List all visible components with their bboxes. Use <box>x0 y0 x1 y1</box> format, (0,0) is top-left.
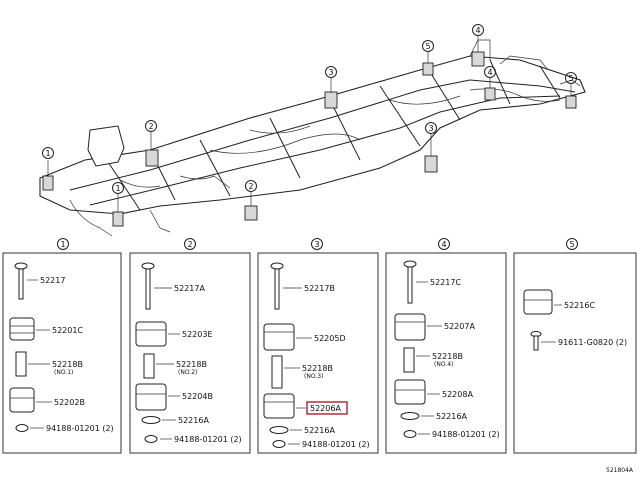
panel-2-number: 2 <box>184 238 196 250</box>
label-52204B: 52204B <box>182 392 213 401</box>
label-52218B: 52218B <box>176 360 207 369</box>
label-52217A: 52217A <box>174 284 205 293</box>
svg-text:5: 5 <box>425 42 430 51</box>
label-94188: 94188-01201 (2) <box>174 435 242 444</box>
label-52217B: 52217B <box>304 284 335 293</box>
label-52217C: 52217C <box>430 278 461 287</box>
svg-text:3: 3 <box>328 68 333 77</box>
label-52218B: 52218B <box>302 364 333 373</box>
note-no1: (NO.1) <box>54 369 73 376</box>
label-94188: 94188-01201 (2) <box>432 430 500 439</box>
svg-text:3: 3 <box>314 240 319 249</box>
label-94188: 94188-01201 (2) <box>302 440 370 449</box>
cushion-52207A <box>394 313 426 341</box>
cushion-52201C <box>9 317 35 341</box>
washer-52216A <box>141 416 161 424</box>
panel-1: 52217 52201C 52218B (NO.1) 52202B 94188-… <box>2 252 122 454</box>
panel-4: 52217C 52207A 52218B (NO.4) 52208A 52216… <box>385 252 507 454</box>
svg-text:5: 5 <box>568 74 573 83</box>
cushion-52206A <box>263 393 295 419</box>
washer-52216A <box>400 412 420 420</box>
callout-circle: 2 <box>145 120 157 132</box>
callout-circle: 5 <box>565 72 577 84</box>
callout-circle: 2 <box>245 180 257 192</box>
label-52208A: 52208A <box>442 390 473 399</box>
callout-circle: 1 <box>42 147 54 159</box>
svg-text:5: 5 <box>569 240 574 249</box>
cushion-52205D <box>263 323 295 351</box>
label-52216A: 52216A <box>304 426 335 435</box>
panel-1-number: 1 <box>57 238 69 250</box>
note-no4: (NO.4) <box>434 361 453 368</box>
label-52218B: 52218B <box>52 360 83 369</box>
panel-3: 52217B 52205D 52218B (NO.3) 52206A 52216… <box>257 252 379 454</box>
highlight-box-52206A <box>306 401 348 415</box>
chassis-frame <box>39 39 586 237</box>
label-52216A: 52216A <box>436 412 467 421</box>
callout-circle: 4 <box>484 66 496 78</box>
cushion-52208A <box>394 379 426 405</box>
frame-callouts: 1 1 2 2 3 5 3 4 4 5 <box>42 24 577 212</box>
label-52216C: 52216C <box>564 301 595 310</box>
svg-text:4: 4 <box>475 26 480 35</box>
panel-2: 52217A 52203E 52218B (NO.2) 52204B 52216… <box>129 252 251 454</box>
label-52201C: 52201C <box>52 326 83 335</box>
label-91611: 91611-G0820 (2) <box>558 338 627 347</box>
callout-circle: 1 <box>112 182 124 194</box>
svg-text:2: 2 <box>248 182 253 191</box>
callout-circle: 3 <box>325 66 337 78</box>
panel-4-number: 4 <box>438 238 450 250</box>
svg-text:2: 2 <box>148 122 153 131</box>
label-52218B: 52218B <box>432 352 463 361</box>
cushion-52216C <box>523 289 553 315</box>
cushion-52204B <box>135 383 167 411</box>
nut-94188 <box>272 440 286 448</box>
sleeve-52218B <box>403 347 415 373</box>
cushion-52202B <box>9 387 35 413</box>
label-52216A: 52216A <box>178 416 209 425</box>
nut-94188 <box>144 435 158 443</box>
note-no2: (NO.2) <box>178 369 197 376</box>
svg-text:4: 4 <box>441 240 446 249</box>
label-52202B: 52202B <box>54 398 85 407</box>
washer-52216A <box>269 426 289 434</box>
bolt-52217A <box>141 262 155 310</box>
sleeve-52218B <box>143 353 155 379</box>
svg-text:2: 2 <box>187 240 192 249</box>
nut-94188 <box>403 430 417 438</box>
bolt-52217C <box>403 260 417 304</box>
cushion-52203E <box>135 321 167 347</box>
panel-5: 52216C 91611-G0820 (2) <box>513 252 637 454</box>
svg-text:1: 1 <box>45 149 50 158</box>
svg-text:3: 3 <box>428 124 433 133</box>
label-94188: 94188-01201 (2) <box>46 424 114 433</box>
callout-circle: 5 <box>422 40 434 52</box>
label-52205D: 52205D <box>314 334 346 343</box>
svg-text:1: 1 <box>60 240 65 249</box>
bolt-91611 <box>530 331 542 351</box>
callout-circle: 4 <box>472 24 484 36</box>
label-52217: 52217 <box>40 276 65 285</box>
panel-5-number: 5 <box>566 238 578 250</box>
label-52207A: 52207A <box>444 322 475 331</box>
bolt-52217 <box>14 262 28 300</box>
svg-text:1: 1 <box>115 184 120 193</box>
bolt-52217B <box>270 262 284 310</box>
figure-code: 521804A <box>606 467 634 474</box>
label-52206A: 52206A <box>310 404 341 413</box>
panel-numbers: 1 2 3 4 5 <box>57 238 578 250</box>
svg-text:4: 4 <box>487 68 492 77</box>
callout-circle: 3 <box>425 122 437 134</box>
nut-94188 <box>15 424 29 432</box>
label-52203E: 52203E <box>182 330 213 339</box>
sleeve-52218B <box>271 355 283 389</box>
sleeve-52218B <box>15 351 27 377</box>
panel-3-number: 3 <box>311 238 323 250</box>
note-no3: (NO.3) <box>304 373 323 380</box>
